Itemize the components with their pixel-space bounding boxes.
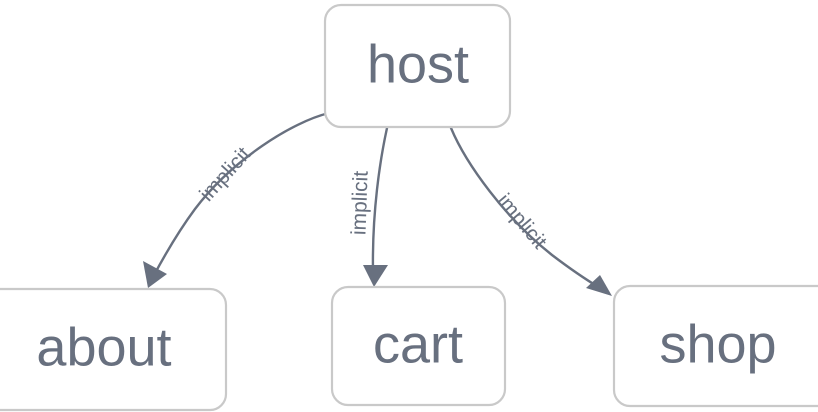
node-shop-label: shop <box>659 314 776 374</box>
edge-host-cart-label: implicit <box>347 170 372 235</box>
node-about[interactable]: about <box>0 287 228 412</box>
edge-host-shop-arrowhead <box>586 275 612 296</box>
edge-host-cart[interactable]: implicit <box>347 126 389 287</box>
node-about-rect <box>0 287 228 412</box>
node-shop[interactable]: shop <box>612 284 818 408</box>
edge-host-about-arrowhead <box>143 261 167 288</box>
edge-host-cart-arrowhead <box>363 265 388 287</box>
edge-host-shop-path <box>449 126 602 290</box>
node-shop-rect <box>612 284 818 408</box>
edge-host-about-label: implicit <box>195 143 255 206</box>
node-host[interactable]: host <box>323 3 512 129</box>
edge-host-cart-path <box>371 126 389 274</box>
node-cart-rect <box>330 285 507 407</box>
edge-host-about[interactable]: implicit <box>143 111 331 288</box>
node-cart-label: cart <box>373 314 463 374</box>
edge-host-about-path <box>151 111 331 279</box>
node-host-rect <box>323 3 512 129</box>
edge-host-shop[interactable]: implicit <box>449 126 612 296</box>
node-cart[interactable]: cart <box>330 285 507 407</box>
node-about-label: about <box>36 317 171 377</box>
node-host-label: host <box>367 34 469 94</box>
edge-host-shop-label: implicit <box>492 189 551 253</box>
